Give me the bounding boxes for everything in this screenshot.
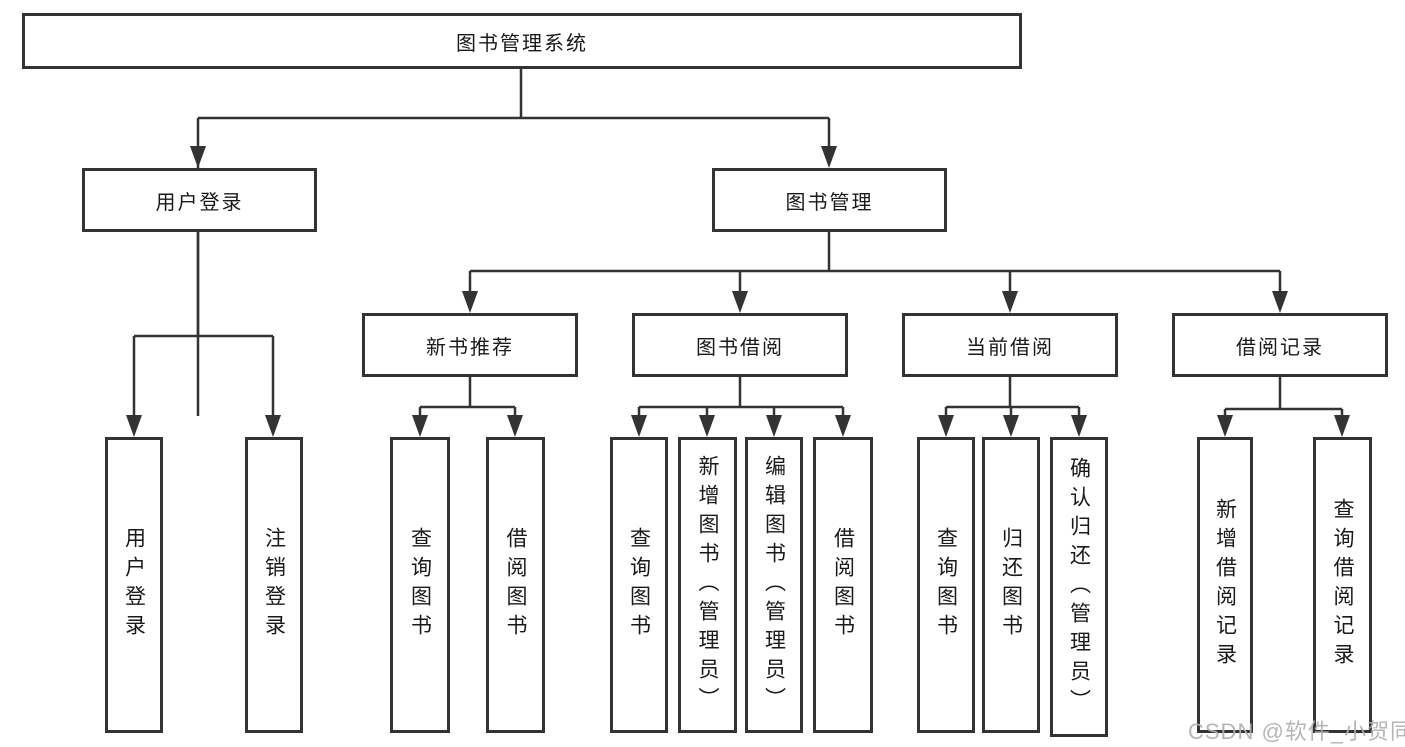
leaf-return-book: 归还图书 <box>982 437 1040 733</box>
arrowhead-icon <box>732 291 748 313</box>
node-label: 图书管理 <box>785 191 874 214</box>
node-label: 借阅图书 <box>831 527 855 643</box>
node-label: 借阅图书 <box>504 527 527 643</box>
node-label: 借阅记录 <box>1236 336 1324 359</box>
node-label: 查询图书 <box>408 527 432 643</box>
node-borrow-records: 借阅记录 <box>1172 313 1388 377</box>
node-label: 注销登录 <box>262 527 286 643</box>
node-label: 确认归还（管理员） <box>1067 456 1091 718</box>
leaf-user-login: 用户登录 <box>105 437 163 733</box>
node-label: 用户登录 <box>122 527 146 643</box>
leaf-query-books-borrow: 查询图书 <box>610 437 668 733</box>
arrowhead-icon <box>1002 291 1018 313</box>
leaf-add-book-admin: 新增图书（管理员） <box>678 437 737 733</box>
node-label: 新书推荐 <box>426 336 514 359</box>
connector-borrow-to-leaves <box>631 377 851 437</box>
leaf-edit-book-admin: 编辑图书（管理员） <box>745 437 803 733</box>
node-label: 用户登录 <box>155 191 244 214</box>
arrowhead-icon <box>507 415 523 437</box>
node-label: 查询图书 <box>934 527 958 643</box>
connector-records-to-leaves <box>1217 377 1350 437</box>
arrowhead-icon <box>126 415 142 437</box>
node-label: 查询图书 <box>627 527 651 643</box>
leaf-query-borrow-record: 查询借阅记录 <box>1313 437 1372 733</box>
node-label: 新增借阅记录 <box>1213 498 1237 672</box>
node-root: 图书管理系统 <box>22 13 1022 69</box>
csdn-watermark: CSDN @软件_小贺同学 <box>1188 719 1405 744</box>
leaf-borrow-books-rec: 借阅图书 <box>486 437 545 733</box>
arrowhead-icon <box>1334 415 1350 437</box>
leaf-query-books-current: 查询图书 <box>917 437 975 733</box>
arrowhead-icon <box>462 291 478 313</box>
node-book-borrow: 图书借阅 <box>632 313 848 377</box>
node-label: 查询借阅记录 <box>1331 498 1354 672</box>
arrowhead-icon <box>766 415 782 437</box>
leaf-borrow-books: 借阅图书 <box>813 437 873 733</box>
node-label: 归还图书 <box>999 527 1023 643</box>
arrowhead-icon <box>631 415 647 437</box>
leaf-query-books-rec: 查询图书 <box>390 437 450 733</box>
arrowhead-icon <box>265 415 281 437</box>
arrowhead-icon <box>190 146 206 168</box>
connector-newrec-to-leaves <box>412 377 523 437</box>
arrowhead-icon <box>938 415 954 437</box>
node-label: 当前借阅 <box>966 336 1054 359</box>
leaf-add-borrow-record: 新增借阅记录 <box>1197 437 1253 733</box>
connector-userlogin-to-leaves <box>126 232 281 437</box>
node-book-management: 图书管理 <box>712 168 947 232</box>
leaf-logout: 注销登录 <box>245 437 303 733</box>
arrowhead-icon <box>412 415 428 437</box>
arrowhead-icon <box>1003 415 1019 437</box>
arrowhead-icon <box>1071 415 1087 437</box>
arrowhead-icon <box>699 415 715 437</box>
leaf-confirm-return-admin: 确认归还（管理员） <box>1050 437 1108 737</box>
node-label: 新增图书（管理员） <box>696 454 719 716</box>
arrowhead-icon <box>1272 291 1288 313</box>
arrowhead-icon <box>1217 415 1233 437</box>
node-label: 编辑图书（管理员） <box>762 454 786 716</box>
node-label: 图书借阅 <box>696 336 784 359</box>
connector-bookmgmt-to-level3 <box>462 232 1288 313</box>
connector-current-to-leaves <box>938 377 1087 437</box>
arrowhead-icon <box>821 146 837 168</box>
node-new-book-recommend: 新书推荐 <box>362 313 578 377</box>
node-current-borrow: 当前借阅 <box>902 313 1118 377</box>
node-user-login: 用户登录 <box>82 168 317 232</box>
connector-root-to-level2 <box>190 69 837 416</box>
node-label: 图书管理系统 <box>456 32 588 55</box>
arrowhead-icon <box>835 415 851 437</box>
